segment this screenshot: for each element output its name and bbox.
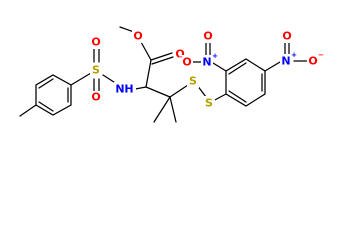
bond-methyl-ring: [19, 104, 37, 117]
nitro2-N-charge: +: [291, 51, 297, 59]
atom-nitro2-N: N +: [280, 51, 297, 68]
atom-sulfonyl-S-label: S: [92, 64, 100, 77]
nitro1-N-charge: +: [212, 52, 218, 60]
tolyl-ring-double-3: [38, 101, 54, 112]
atom-nitro1-O-top-label: O: [203, 30, 212, 43]
chemical-structure-diagram: O O O S O N H S: [19, 26, 324, 123]
atom-nitro2-O-right-label: O: [308, 55, 317, 68]
atom-nitro2-O-right: O −: [307, 51, 324, 68]
atom-sulfonyl-O-bottom: O: [90, 91, 102, 104]
bond-Calpha-Cquat: [145, 86, 171, 98]
bond-C-O-carbonyl-a: [150, 52, 173, 61]
bond-O-methyl: [119, 26, 135, 33]
atom-disulfide-S1: S: [187, 74, 199, 88]
bond-layer: [19, 26, 309, 123]
atom-nitro1-O-left: − O: [177, 53, 193, 69]
atom-sulfonyl-O-bottom-label: O: [91, 91, 100, 104]
atom-nitro1-N-label: N: [202, 56, 211, 69]
atom-sulfonyl-S: S: [90, 63, 102, 77]
atom-disulfide-S2-label: S: [205, 97, 213, 110]
nitro1-O-charge: −: [177, 53, 183, 61]
dinitrophenyl-ring: [225, 58, 266, 107]
structure-canvas: O O O S O N H S: [19, 26, 325, 123]
bond-C-O-carbonyl-b: [151, 56, 174, 65]
bond-Cquat-S1: [169, 84, 189, 98]
atom-nitro2-O-top-label: O: [282, 30, 291, 43]
atom-ester-O-single: O: [132, 30, 144, 43]
atom-disulfide-S2: S: [203, 96, 215, 110]
nitro2-O-charge: −: [318, 51, 324, 59]
atom-amine-NH: N H: [114, 82, 136, 96]
bond-Calpha-Ccarbonyl: [145, 59, 152, 88]
tolyl-ring: [35, 74, 72, 116]
bond-ring-nitro1: [212, 62, 227, 72]
atom-amine-N-label: N: [115, 83, 124, 96]
bond-Cquat-methyl-2: [153, 96, 171, 123]
atom-ester-O-single-label: O: [133, 30, 142, 43]
bond-S2-aryl: [212, 93, 227, 102]
atom-disulfide-S1-label: S: [189, 75, 197, 88]
atom-ester-O-carbonyl-label: O: [175, 48, 184, 61]
atom-nitro1-O-left-label: O: [182, 56, 191, 69]
bond-ring-nitro2: [264, 61, 281, 72]
atom-amine-H-label: H: [124, 83, 133, 96]
atom-layer: O O O S O N H S: [90, 30, 324, 110]
atom-nitro1-O-top: O: [202, 30, 214, 43]
atom-nitro1-N: N +: [201, 52, 218, 69]
atom-sulfonyl-O-top-label: O: [91, 36, 100, 49]
atom-sulfonyl-O-top: O: [90, 36, 102, 49]
bond-Cquat-methyl-1: [169, 96, 177, 123]
tolyl-ring-double-1: [38, 78, 54, 89]
aryl-ring-double-3: [228, 90, 247, 103]
atom-nitro2-O-top: O: [281, 30, 293, 43]
bond-C-O-ester: [140, 41, 152, 61]
atom-nitro2-N-label: N: [281, 55, 290, 68]
aryl-ring-double-1: [228, 62, 247, 75]
